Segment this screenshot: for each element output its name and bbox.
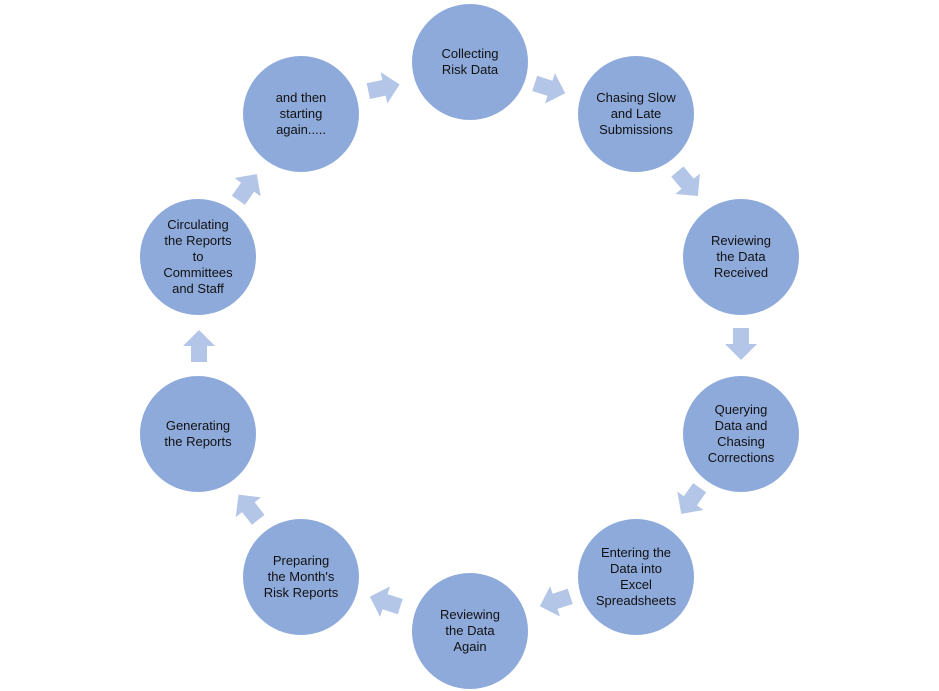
node-preparing-reports: Preparing the Month's Risk Reports [243, 519, 359, 635]
arrow-2-to-3 [532, 73, 566, 104]
node-label: Querying Data and Chasing Corrections [707, 402, 775, 465]
node-reviewing-data-received: Reviewing the Data Received [683, 199, 799, 315]
node-chasing-submissions: Chasing Slow and Late Submissions [578, 56, 694, 172]
arrow-3-to-4 [671, 166, 700, 197]
node-entering-data: Entering the Data into Excel Spreadsheet… [578, 519, 694, 635]
node-collecting-risk-data: Collecting Risk Data [412, 4, 528, 120]
arrow-10-to-1 [231, 174, 261, 205]
node-label: Generating the Reports [164, 418, 232, 449]
node-starting-again: and then starting again..... [243, 56, 359, 172]
arrow-4-to-5 [725, 328, 757, 360]
node-circulating-reports: Circulating the Reports to Committees an… [140, 199, 256, 315]
node-generating-reports: Generating the Reports [140, 376, 256, 492]
node-label: Chasing Slow and Late Submissions [596, 90, 676, 137]
node-label: Reviewing the Data Again [440, 607, 500, 654]
arrow-7-to-8 [369, 586, 403, 617]
arrow-5-to-6 [677, 483, 707, 514]
arrow-8-to-9 [235, 494, 265, 525]
arrow-9-to-10 [183, 330, 215, 362]
arrow-1-to-2 [366, 72, 400, 104]
node-label: Preparing the Month's Risk Reports [263, 553, 339, 600]
arrow-6-to-7 [539, 586, 573, 617]
node-querying-data: Querying Data and Chasing Corrections [683, 376, 799, 492]
node-label: and then starting again..... [275, 90, 327, 137]
node-label: Entering the Data into Excel Spreadsheet… [595, 545, 677, 608]
node-label: Collecting Risk Data [441, 46, 499, 77]
node-label: Circulating the Reports to Committees an… [163, 217, 233, 296]
node-reviewing-data-again: Reviewing the Data Again [412, 573, 528, 689]
node-label: Reviewing the Data Received [711, 233, 771, 280]
